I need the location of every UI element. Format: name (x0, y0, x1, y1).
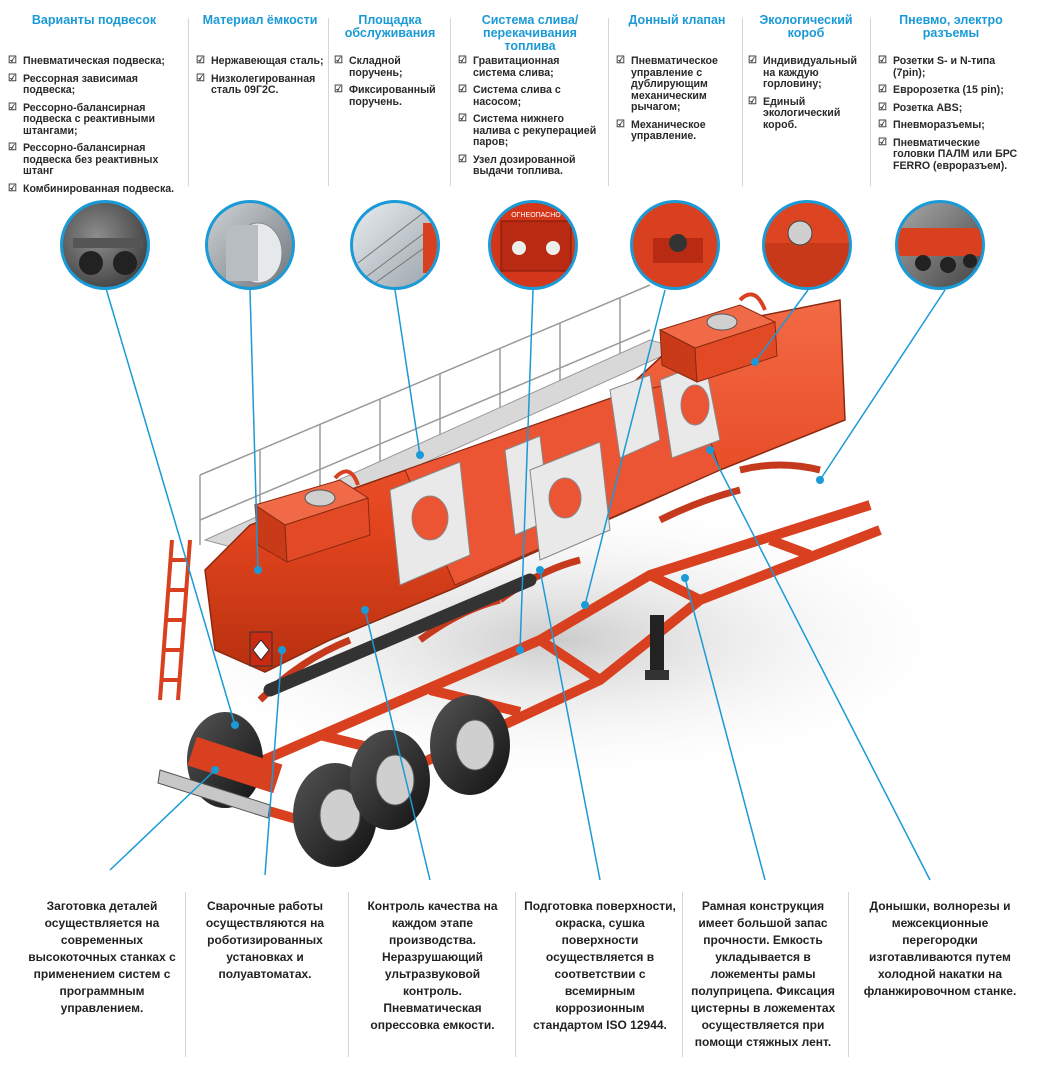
wheel-set (187, 695, 510, 867)
rear-bumper (157, 769, 271, 819)
list-item: Пневматическое управление с дублирующим … (616, 55, 738, 114)
column-title: Донный клапан (628, 13, 726, 27)
list-item: Евророзетка (15 pin); (878, 84, 1024, 97)
list-item: Единый экологический короб. (748, 96, 864, 132)
platform-thumbnail (357, 212, 437, 287)
drain-cabinet-thumbnail: ОГНЕОПАСНО (500, 212, 572, 272)
divider (328, 18, 329, 186)
bottom-note-machining: Заготовка деталей осуществляется на совр… (28, 899, 176, 1015)
detail-photo-eco-box (762, 200, 852, 290)
list-item: Розетка ABS; (878, 102, 1024, 115)
divider (870, 18, 871, 186)
bottom-note-welding: Сварочные работы осуществляются на робот… (205, 899, 325, 981)
feature-list: Гравитационная система слива; Система сл… (458, 55, 602, 178)
connectors-thumbnail (898, 228, 982, 273)
divider (185, 892, 186, 1057)
column-title: Пневмо, электро разъемы (899, 13, 1003, 40)
bottom-note-painting: Подготовка поверхности, окраска, сушка п… (524, 899, 676, 1032)
list-item: Пневматическая подвеска; (8, 55, 180, 68)
feature-list: Розетки S- и N-типа (7pin); Евророзетка … (878, 55, 1024, 173)
divider (188, 18, 189, 186)
list-item: Рессорно-балансирная подвеска без реакти… (8, 142, 180, 178)
divider (608, 18, 609, 186)
valve-thumbnail (653, 234, 703, 263)
suspension-thumbnail (73, 238, 143, 275)
landing-gear-foot (645, 670, 669, 680)
baffles (389, 361, 721, 586)
detail-photo-suspension (60, 200, 150, 290)
divider (515, 892, 516, 1057)
detail-photo-drain-system: ОГНЕОПАСНО (488, 200, 578, 290)
column-connectors: Пневмо, электро разъемы Розетки S- и N-т… (878, 0, 1024, 178)
feature-list: Складной поручень; Фиксированный поручен… (334, 55, 446, 108)
list-item: Система слива с насосом; (458, 84, 602, 108)
list-item: Узел дозированной выдачи топлива. (458, 154, 602, 178)
bottom-note-baffles: Донышки, волнорезы и межсекционные перег… (863, 899, 1017, 998)
list-item: Розетки S- и N-типа (7pin); (878, 55, 1024, 79)
eco-box-rear (658, 292, 778, 383)
list-item: Комбинированная подвеска. (8, 183, 180, 196)
column-title: Площадка обслуживания (344, 13, 436, 40)
material-thumbnail (226, 222, 283, 284)
hazard-diamond-icon (252, 639, 270, 661)
column-title: Варианты подвесок (31, 13, 157, 27)
callout-lines (104, 284, 946, 881)
feature-list: Пневматическое управление с дублирующим … (616, 55, 738, 143)
list-item: Складной поручень; (334, 55, 446, 79)
warning-label: ОГНЕОПАСНО (511, 212, 561, 219)
drain-pipe (263, 573, 537, 697)
column-suspension: Варианты подвесок Пневматическая подвеск… (8, 0, 180, 201)
list-item: Индивидуальный на каждую горловину; (748, 55, 864, 91)
list-item: Пневматические головки ПАЛМ или БРС FERR… (878, 137, 1024, 173)
divider (450, 18, 451, 186)
column-material: Материал ёмкости Нержавеющая сталь; Низк… (196, 0, 324, 103)
list-item: Фиксированный поручень. (334, 84, 446, 108)
divider (742, 18, 743, 186)
list-item: Система нижнего налива с рекуперацией па… (458, 113, 602, 149)
rear-beam (187, 736, 283, 794)
detail-photo-platform (350, 200, 440, 290)
column-platform: Площадка обслуживания Складной поручень;… (334, 0, 446, 114)
list-item: Нержавеющая сталь; (196, 55, 324, 68)
column-title: Материал ёмкости (202, 13, 318, 27)
list-item: Рессорная зависимая подвеска; (8, 73, 180, 97)
feature-list: Пневматическая подвеска; Рессорная завис… (8, 55, 180, 196)
list-item: Пневморазъемы; (878, 119, 1024, 132)
detail-photo-connectors (895, 200, 985, 290)
divider (682, 892, 683, 1057)
detail-photo-bottom-valve (630, 200, 720, 290)
column-eco-box: Экологический короб Индивидуальный на ка… (748, 0, 864, 137)
column-bottom-valve: Донный клапан Пневматическое управление … (616, 0, 738, 149)
list-item: Низколегированная сталь 09Г2С. (196, 73, 324, 97)
detail-photo-material (205, 200, 295, 290)
list-item: Гравитационная система слива; (458, 55, 602, 79)
column-drain-system: Система слива/ перекачивания топлива Гра… (458, 0, 602, 184)
eco-box-front (253, 469, 371, 563)
list-item: Рессорно-балансирная подвеска с реактивн… (8, 102, 180, 138)
feature-list: Нержавеющая сталь; Низколегированная ста… (196, 55, 324, 97)
column-title: Экологический короб (759, 13, 853, 40)
feature-list: Индивидуальный на каждую горловину; Един… (748, 55, 864, 132)
callout-dots (211, 358, 824, 774)
divider (348, 892, 349, 1057)
landing-gear (650, 615, 664, 675)
list-item: Механическое управление. (616, 119, 738, 143)
column-title: Система слива/ перекачивания топлива (481, 13, 579, 53)
divider (848, 892, 849, 1057)
bottom-note-frame: Рамная конструкция имеет большой запас п… (690, 899, 836, 1049)
bottom-note-quality: Контроль качества на каждом этапе произв… (367, 899, 498, 1032)
